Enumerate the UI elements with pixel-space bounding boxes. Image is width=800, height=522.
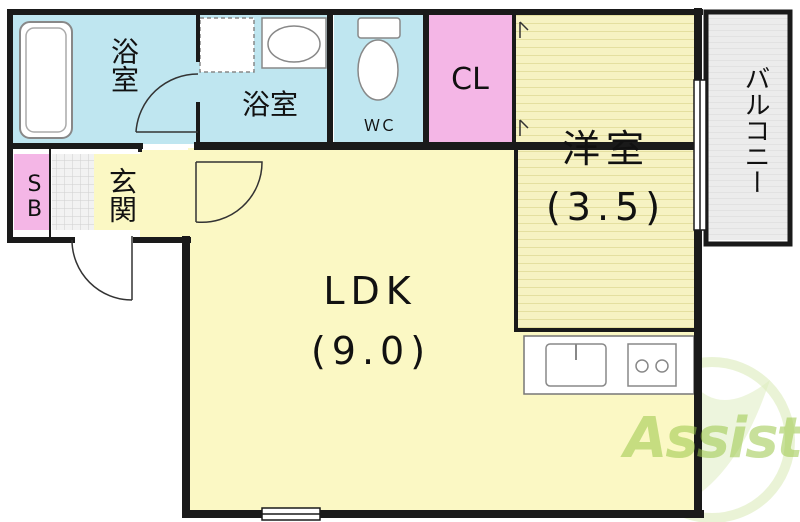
closet-floor xyxy=(428,14,514,144)
door-swings xyxy=(71,21,529,301)
stove xyxy=(627,343,677,387)
western-room-name: 洋室 xyxy=(561,127,650,171)
shoe-box-floor xyxy=(14,154,50,230)
entrance-label-line2: 関 xyxy=(105,195,138,223)
balcony-floor xyxy=(708,14,788,240)
bath-left-label: 浴室 xyxy=(102,34,140,96)
western-floor xyxy=(516,14,696,330)
bathtub xyxy=(19,21,73,139)
ldk-name: LDK xyxy=(323,269,417,313)
bath-left-label-line1: 浴 xyxy=(107,37,140,65)
entrance-label-line1: 玄 xyxy=(105,167,138,195)
shoe-box-label-line2: B xyxy=(22,197,47,222)
balcony-label: バルコニー xyxy=(740,65,770,195)
closet-label: CL xyxy=(451,62,489,97)
toilet xyxy=(357,17,401,101)
western-room-size: (3.5) xyxy=(545,185,667,229)
wc-label: ＷＣ xyxy=(363,116,396,135)
bath-left-label-line2: 室 xyxy=(107,65,140,93)
watermark-text: Assist xyxy=(624,406,800,471)
shoe-box-label: SB xyxy=(18,172,47,222)
shoe-box-label-line1: S xyxy=(22,172,47,197)
entrance-label: 玄関 xyxy=(100,164,138,226)
hall-floor xyxy=(140,150,200,240)
washer-space xyxy=(199,17,255,73)
bath-right-label: 浴室 xyxy=(241,88,298,121)
windows xyxy=(261,79,707,521)
ldk-size: (9.0) xyxy=(310,329,432,373)
entrance-step xyxy=(94,154,142,230)
entrance-floor xyxy=(52,154,94,230)
